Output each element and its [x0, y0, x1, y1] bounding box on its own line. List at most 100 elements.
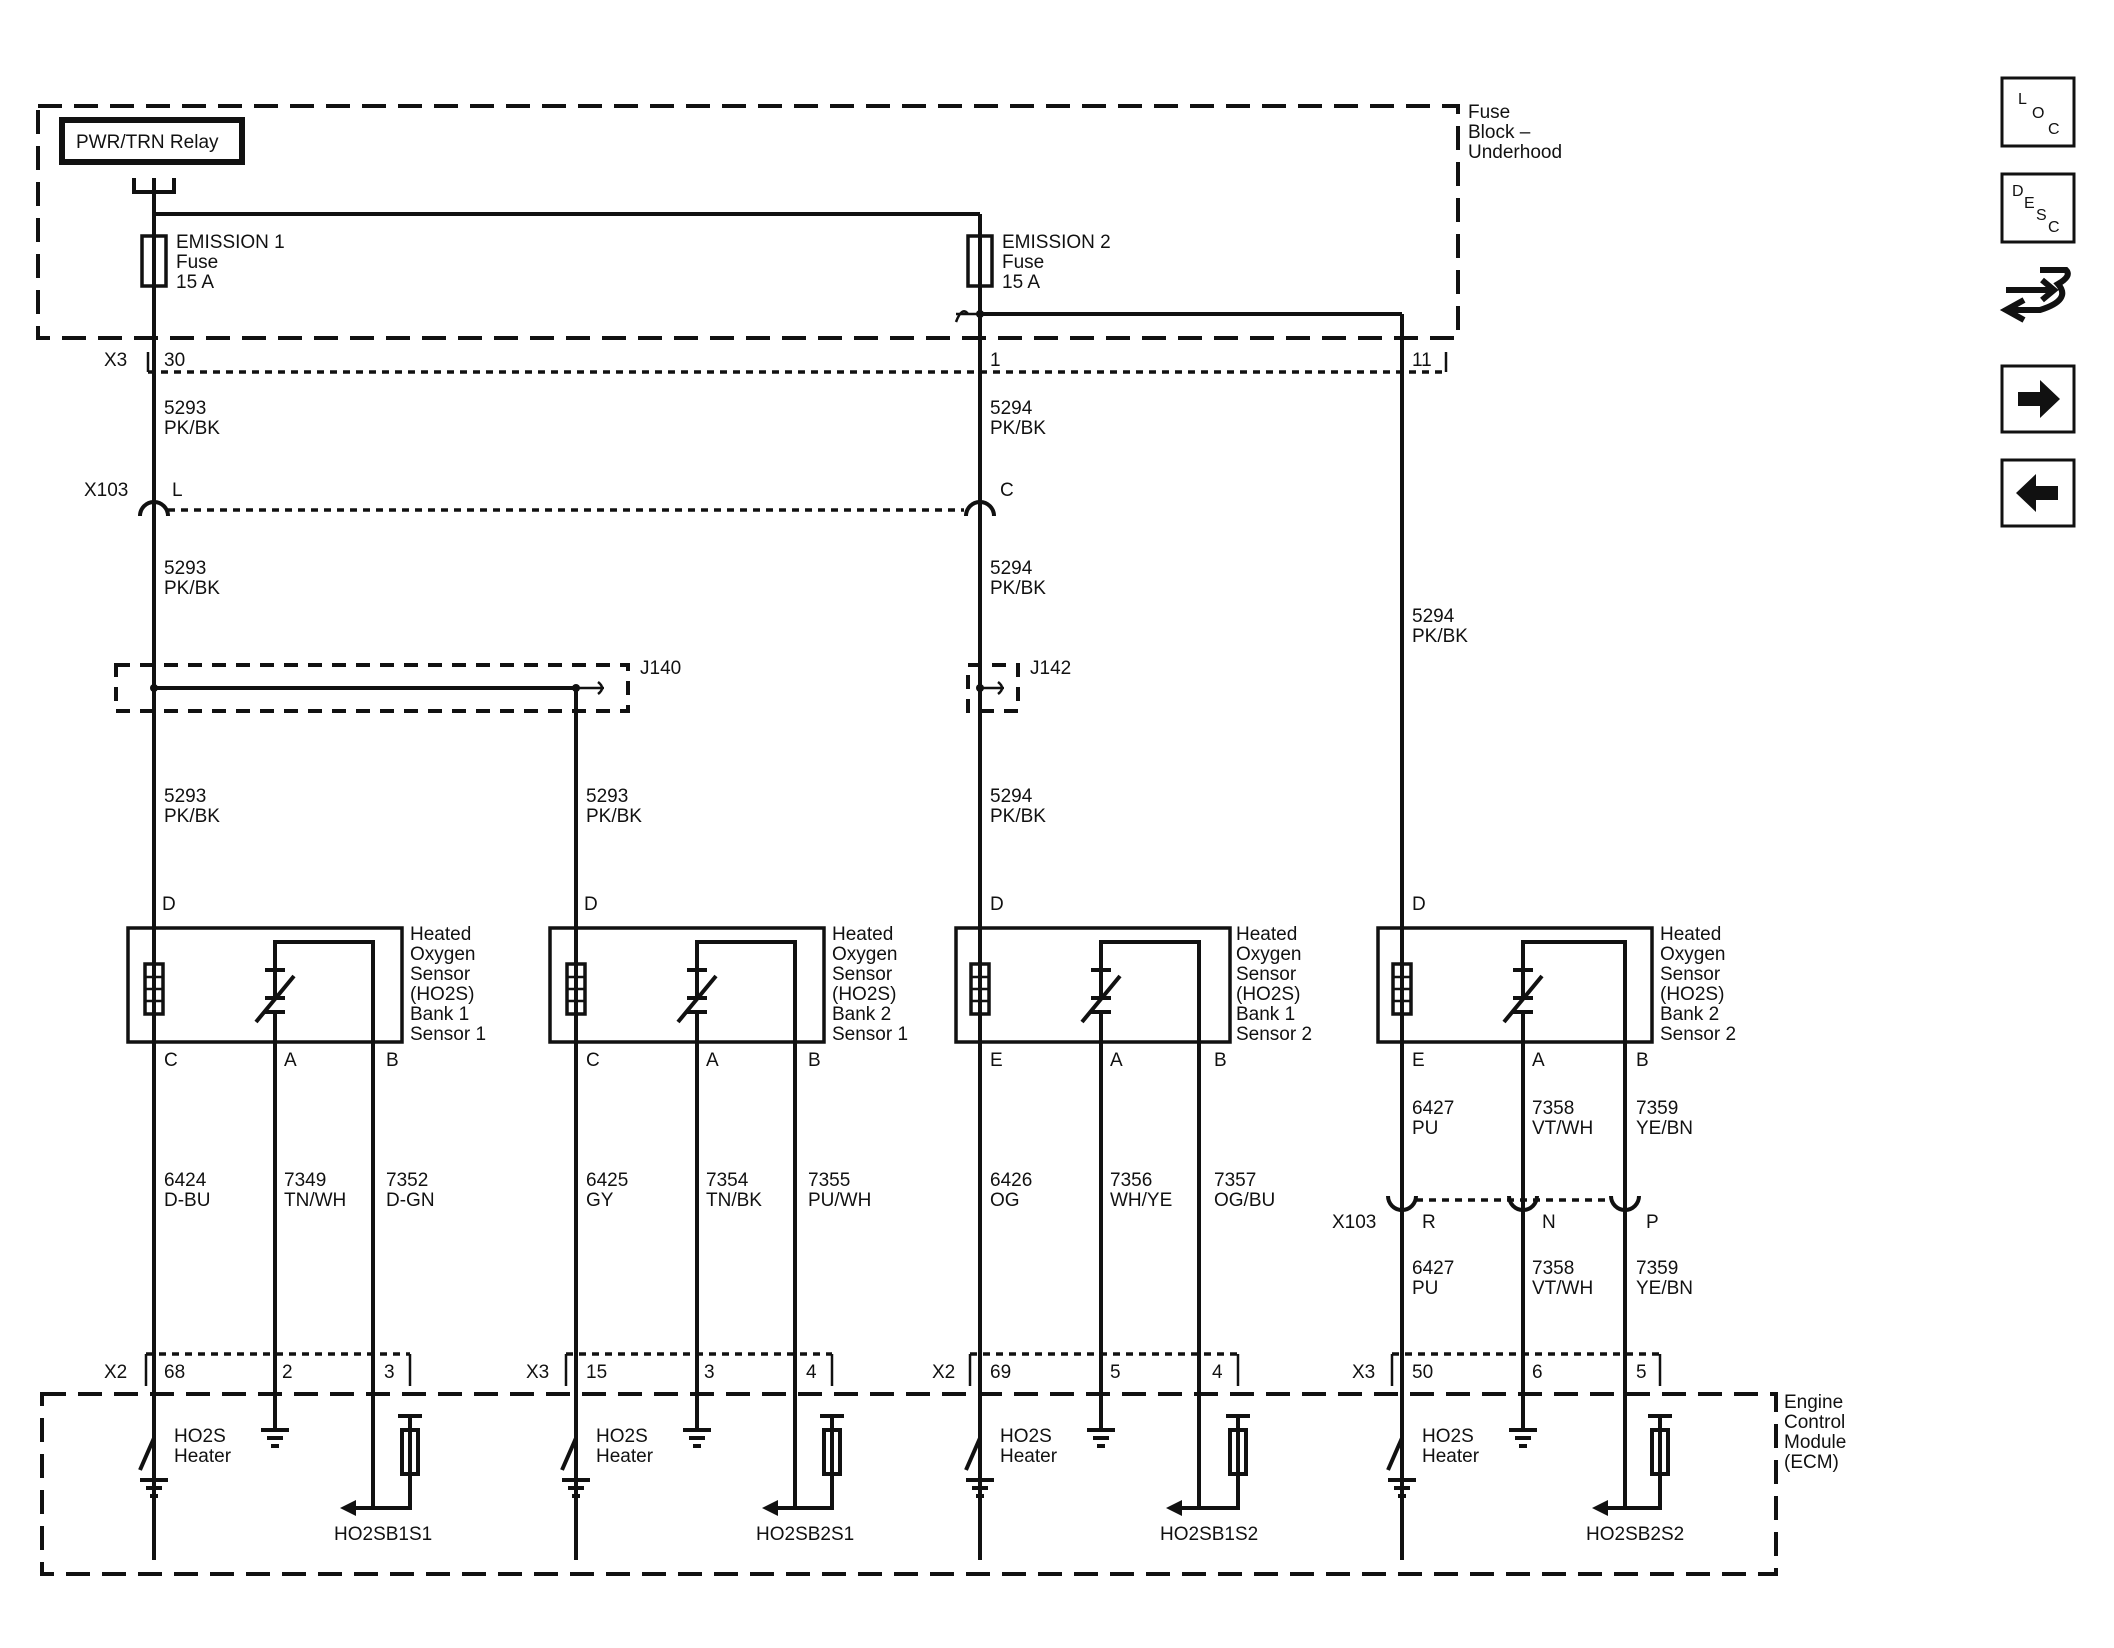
relay-contact-symbol: [132, 178, 176, 194]
arrow-left-icon: [2016, 474, 2058, 512]
ecm-connectors: X2 68 2 3 X3 15 3 4 X2 69 5 4 X3 50 6 5: [104, 1352, 1662, 1386]
loc-button[interactable]: L O C: [2000, 76, 2076, 148]
sensor-b1s1-wire1-color: D-BU: [164, 1190, 210, 1211]
ecm-conn3-pin1: 69: [990, 1362, 1011, 1383]
sensor-b2s1-pin-c: C: [586, 1050, 600, 1071]
sensor-b2s1-title-3: Sensor: [832, 964, 893, 985]
sensor-b2s2-title-6: Sensor 2: [1660, 1024, 1736, 1045]
sensor-b2s1-pin-a: A: [706, 1050, 719, 1071]
sensor-b1s2-title-3: Sensor: [1236, 964, 1297, 985]
sensor-b1s2-pin-b: B: [1214, 1050, 1227, 1071]
sensor-b2s2-wire3-num: 7359: [1636, 1098, 1678, 1119]
ecm-conn3-pin2: 5: [1110, 1362, 1121, 1383]
x103-pin-p: P: [1646, 1212, 1659, 1233]
sensor-b2s2-title-2: Oxygen: [1660, 944, 1725, 965]
fuse-block-outline: [36, 104, 1460, 340]
sensor-b2s2-wire3-color-2: YE/BN: [1636, 1278, 1693, 1299]
connector-view-button[interactable]: [1999, 267, 2071, 323]
j140-label: J140: [640, 658, 681, 679]
wire-a-number-2: 5293: [164, 558, 206, 579]
wire-c-number: 5294: [1412, 606, 1455, 627]
ecm-conn1-pin2: 2: [282, 1362, 293, 1383]
previous-page-button[interactable]: [2000, 458, 2076, 528]
x3-pin-1: 1: [990, 350, 1001, 371]
ecm-channel-2: HO2S Heater HO2SB2S1: [560, 1414, 854, 1545]
heater-label-4a: HO2S: [1422, 1426, 1474, 1447]
wire-a-color-2: PK/BK: [164, 578, 220, 599]
sensor-b2s2-wire2-num-2: 7358: [1532, 1258, 1574, 1279]
x103-lower-label: X103: [1332, 1212, 1376, 1233]
heater-label-2a: HO2S: [596, 1426, 648, 1447]
x3-connector: X3 30 1 11: [104, 350, 1448, 374]
sensor-b2s2-wire1-color: PU: [1412, 1118, 1438, 1139]
x103-upper-label: X103: [84, 480, 128, 501]
wire-a-color-3: PK/BK: [164, 806, 220, 827]
ecm-conn1-label: X2: [104, 1362, 127, 1383]
heater-label-1b: Heater: [174, 1446, 232, 1467]
heater-label-4b: Heater: [1422, 1446, 1480, 1467]
desc-letter-e: E: [2024, 195, 2035, 212]
connector-hand-icon: [1999, 267, 2071, 323]
loc-letter-o: O: [2032, 105, 2044, 122]
sensor-b1s2-wire3-color: OG/BU: [1214, 1190, 1275, 1211]
sensor-b2s2-title-5: Bank 2: [1660, 1004, 1719, 1025]
ecm-conn4-pin3: 5: [1636, 1362, 1647, 1383]
ecm-label-1: Engine: [1784, 1392, 1843, 1413]
sensor-b1s2-pin-e: E: [990, 1050, 1003, 1071]
heater-label-2b: Heater: [596, 1446, 654, 1467]
next-page-button[interactable]: [2000, 364, 2076, 434]
ecm-signal-1: HO2SB1S1: [334, 1524, 432, 1545]
ecm-conn4-pin2: 6: [1532, 1362, 1543, 1383]
sensor-b2s1-pin-b: B: [808, 1050, 821, 1071]
sensor-b1s1-title-1: Heated: [410, 924, 471, 945]
ecm-conn2-pin3: 4: [806, 1362, 817, 1383]
ecm-conn2-label: X3: [526, 1362, 549, 1383]
x103-upper-connector: X103 L C: [84, 480, 1014, 517]
sensor-b2s1-wire2-num: 7354: [706, 1170, 749, 1191]
loc-letter-c: C: [2048, 121, 2060, 138]
ecm-conn1-pin3: 3: [384, 1362, 395, 1383]
sensor-b1s1: D Heated Oxygen Sensor (HO2S) Bank 1 Sen…: [126, 894, 486, 1424]
sensor-b2s1-wire3-color: PU/WH: [808, 1190, 871, 1211]
j142-splice: J142: [966, 658, 1071, 713]
sensor-b2s2-wire2-num: 7358: [1532, 1098, 1574, 1119]
ecm-conn3-label: X2: [932, 1362, 955, 1383]
sensor-b1s2-wire3-num: 7357: [1214, 1170, 1256, 1191]
sensor-b1s1-title-3: Sensor: [410, 964, 471, 985]
emission2-fuse-label-2: Fuse: [1002, 252, 1044, 273]
sensor-b1s1-wire2-color: TN/WH: [284, 1190, 346, 1211]
ecm-channel-4: HO2S Heater HO2SB2S2: [1386, 1414, 1684, 1545]
emission2-fuse-label-1: EMISSION 2: [1002, 232, 1111, 253]
desc-letter-s: S: [2036, 207, 2047, 224]
sensor-b2s1-title-4: (HO2S): [832, 984, 896, 1005]
desc-button[interactable]: D E S C: [2000, 172, 2076, 244]
ecm-conn4-pin1: 50: [1412, 1362, 1433, 1383]
x3-pin-30: 30: [164, 350, 185, 371]
sensor-b1s1-wire3-num: 7352: [386, 1170, 428, 1191]
emission1-fuse-label-1: EMISSION 1: [176, 232, 285, 253]
sensor-b2s2-title-1: Heated: [1660, 924, 1721, 945]
ecm-conn2-pin1: 15: [586, 1362, 607, 1383]
fuse-block-label-3: Underhood: [1468, 142, 1562, 163]
sensor-b1s1-wire2-num: 7349: [284, 1170, 326, 1191]
x103-lower-connector: X103 R N P: [1332, 1195, 1659, 1233]
j140-splice: J140: [114, 658, 681, 1560]
ground-icon: [138, 1424, 168, 1498]
sensor-b2s2-wire1-num-2: 6427: [1412, 1258, 1454, 1279]
sensor-b1s2: D Heated Oxygen Sensor (HO2S) Bank 1 Sen…: [954, 894, 1312, 1424]
wire-a2-number: 5293: [586, 786, 628, 807]
sensor-b1s2-title-5: Bank 1: [1236, 1004, 1295, 1025]
wire-b-number-2: 5294: [990, 558, 1033, 579]
wire-a-number-3: 5293: [164, 786, 206, 807]
fuse-block: Fuse Block – Underhood PWR/TRN Relay EMI…: [36, 102, 1562, 340]
ecm-signal-2: HO2SB2S1: [756, 1524, 854, 1545]
sensor-b1s2-wire2-num: 7356: [1110, 1170, 1152, 1191]
ecm-signal-3: HO2SB1S2: [1160, 1524, 1258, 1545]
sensor-b2s2-wire3-num-2: 7359: [1636, 1258, 1678, 1279]
sensor-b2s1-title-6: Sensor 1: [832, 1024, 908, 1045]
wire-c-color: PK/BK: [1412, 626, 1468, 647]
wire-b-color-3: PK/BK: [990, 806, 1046, 827]
sensor-b2s2-wire1-num: 6427: [1412, 1098, 1454, 1119]
desc-letter-c: C: [2048, 219, 2060, 236]
